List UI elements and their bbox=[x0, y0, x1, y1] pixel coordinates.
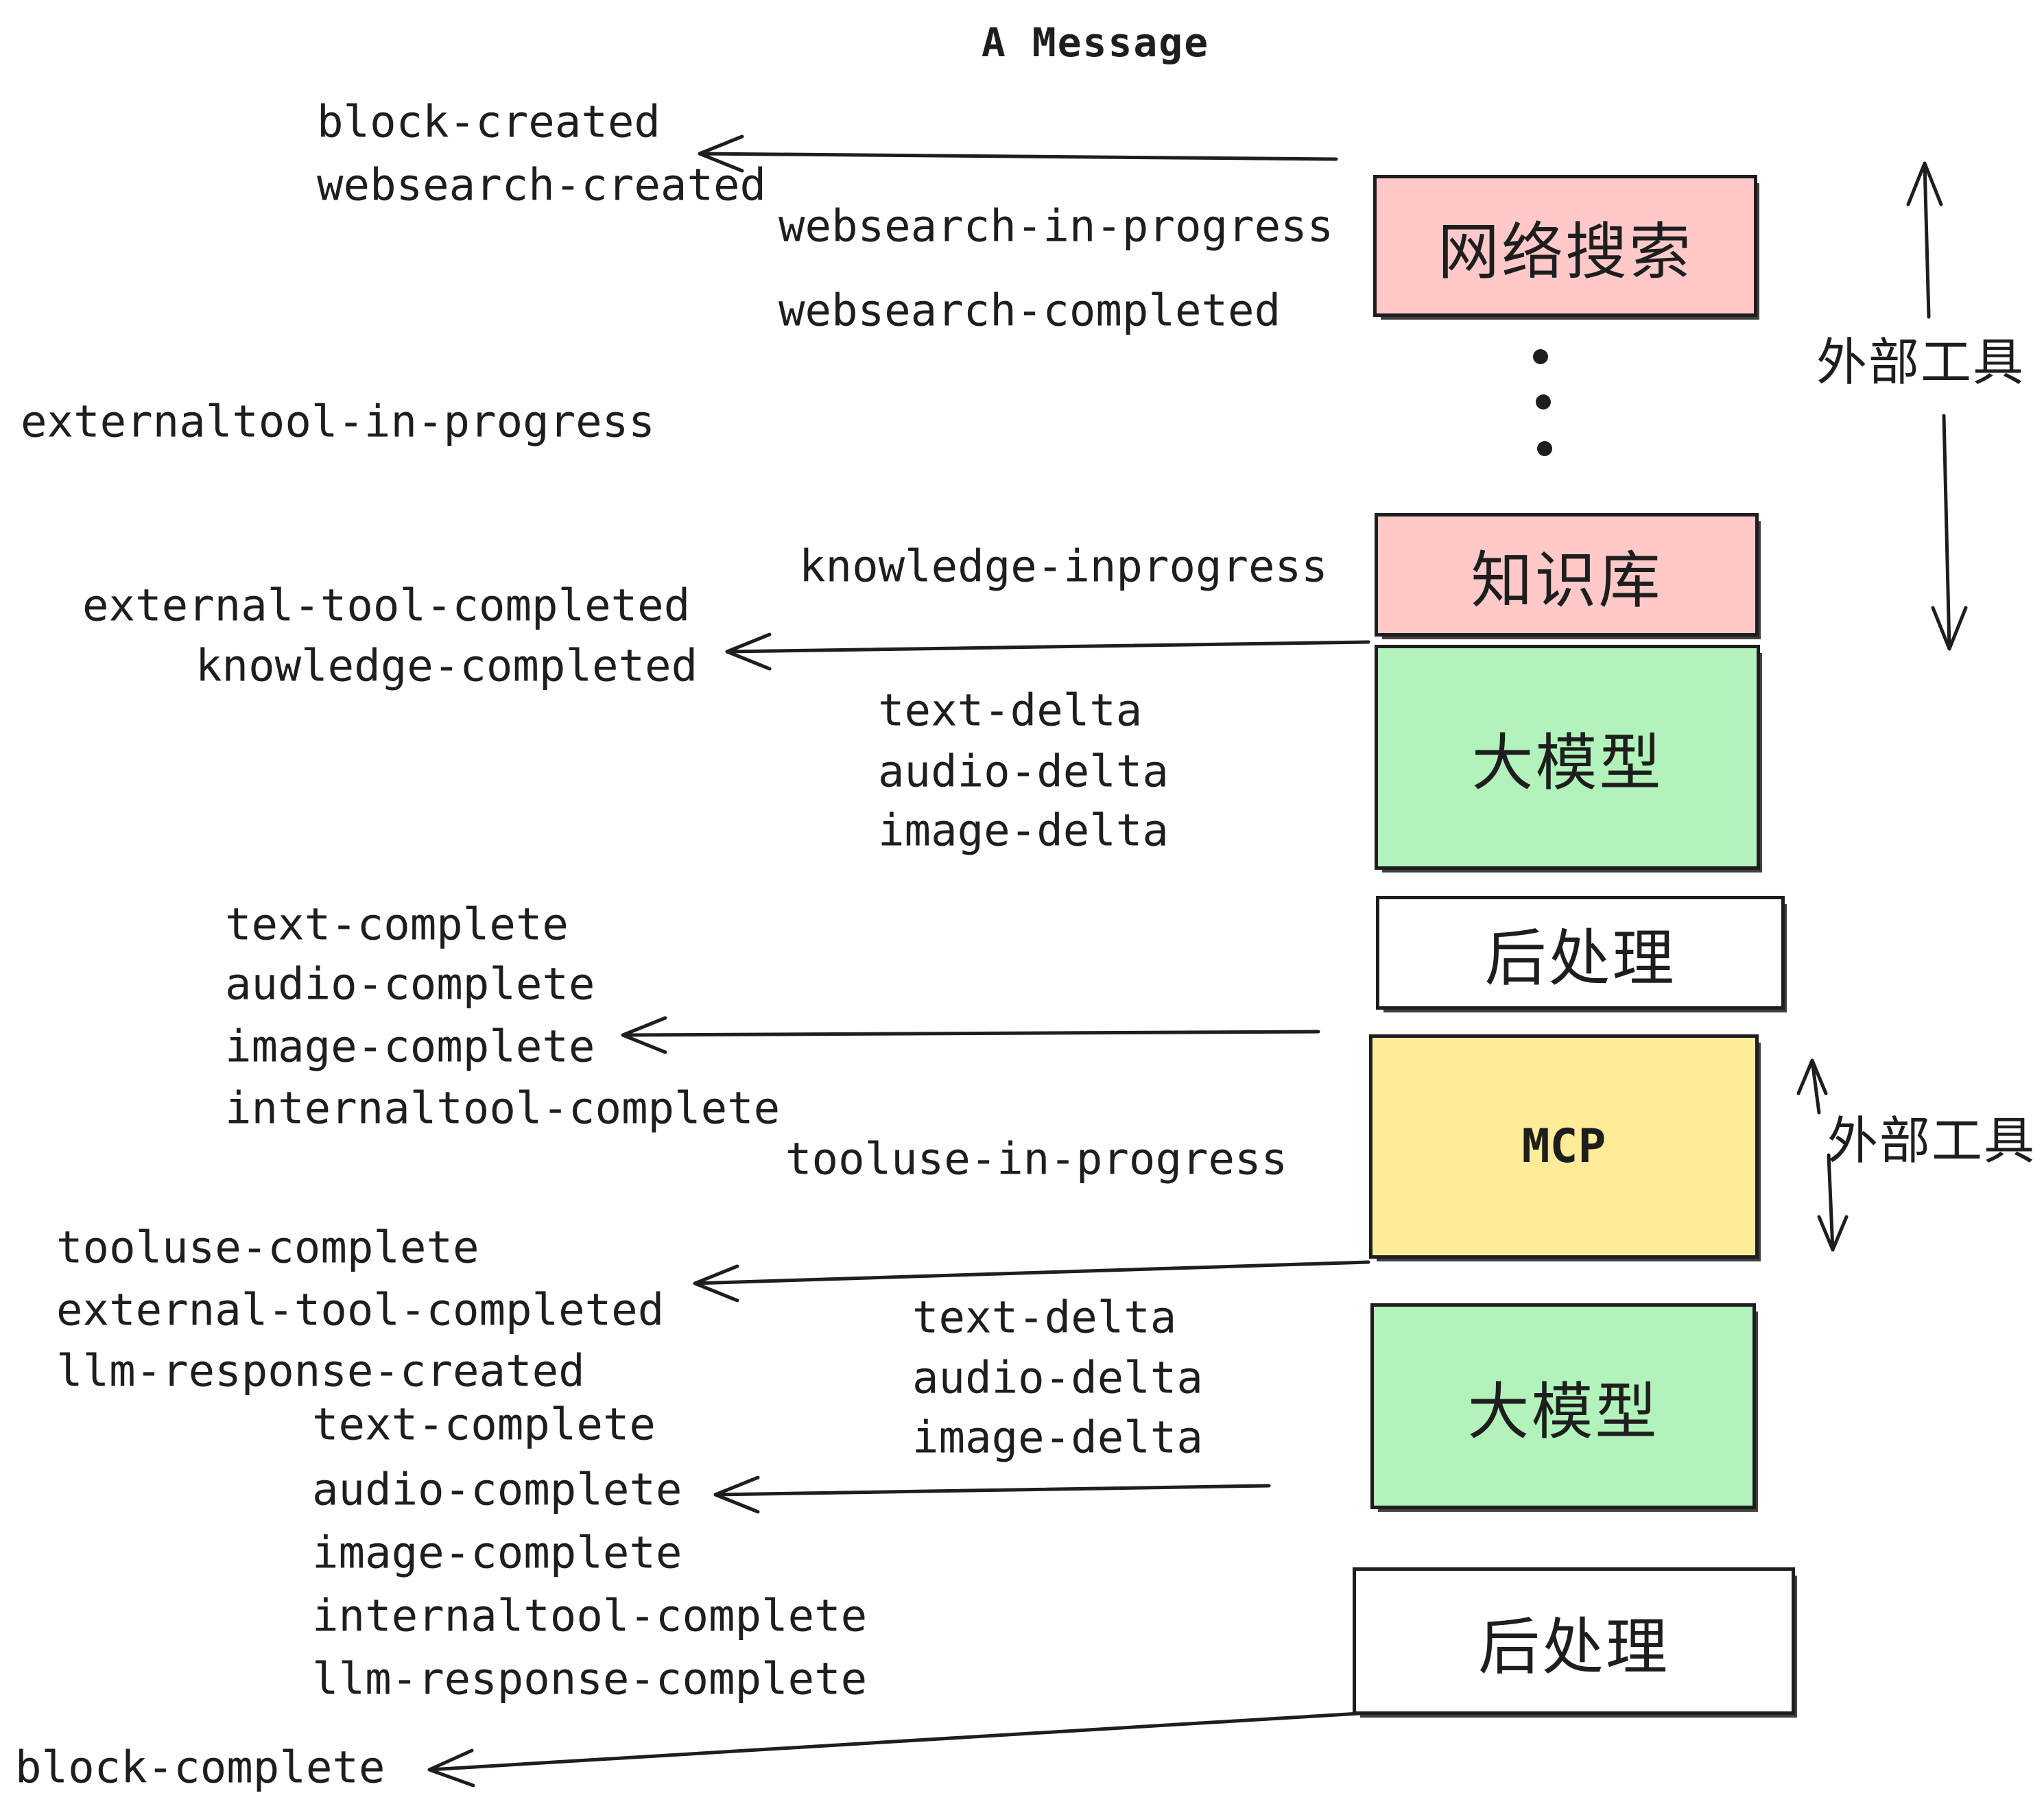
node-llm-1: 大模型 bbox=[1375, 645, 1760, 870]
arrow-to-image-complete bbox=[621, 1016, 1320, 1054]
node-knowledge-base-label: 知识库 bbox=[1471, 547, 1663, 615]
arrow-to-block-complete bbox=[427, 1711, 1362, 1788]
event-label-audio-complete-1: audio-complete bbox=[225, 959, 595, 1010]
arrow-external-tools-down bbox=[1931, 414, 1968, 651]
arrow-to-knowledge-completed bbox=[725, 632, 1370, 671]
node-postprocess-2: 后处理 bbox=[1353, 1567, 1795, 1715]
external-tools-label-top: 外部工具 bbox=[1816, 333, 2025, 391]
event-label-websearch-completed: websearch-completed bbox=[779, 285, 1281, 337]
event-label-audio-delta-1: audio-delta bbox=[878, 746, 1169, 798]
node-llm-2: 大模型 bbox=[1370, 1303, 1756, 1509]
event-label-external-tool-completed-1: external-tool-completed bbox=[82, 580, 691, 632]
event-label-image-delta-1: image-delta bbox=[878, 805, 1169, 857]
node-llm-2-label: 大模型 bbox=[1467, 1378, 1659, 1447]
event-label-image-complete-2: image-complete bbox=[312, 1528, 682, 1579]
event-label-external-tool-completed-2: external-tool-completed bbox=[56, 1285, 665, 1336]
event-label-audio-delta-2: audio-delta bbox=[912, 1353, 1203, 1404]
event-label-knowledge-completed: knowledge-completed bbox=[195, 641, 698, 692]
arrow-external-tools-up bbox=[1906, 161, 1943, 319]
event-label-knowledge-inprogress: knowledge-inprogress bbox=[799, 541, 1328, 593]
event-label-websearch-in-progress: websearch-in-progress bbox=[779, 201, 1334, 252]
event-label-externaltool-in-progress: externaltool-in-progress bbox=[21, 396, 655, 448]
node-postprocess-1: 后处理 bbox=[1376, 896, 1785, 1010]
event-label-image-delta-2: image-delta bbox=[912, 1412, 1203, 1464]
node-websearch-label: 网络搜索 bbox=[1438, 217, 1693, 287]
event-label-block-complete: block-complete bbox=[15, 1742, 385, 1794]
event-label-tooluse-complete: tooluse-complete bbox=[56, 1222, 479, 1274]
event-label-audio-complete-2: audio-complete bbox=[312, 1464, 682, 1516]
node-mcp: MCP bbox=[1369, 1034, 1759, 1259]
node-websearch: 网络搜索 bbox=[1373, 175, 1757, 317]
event-label-websearch-created: websearch-created bbox=[317, 160, 767, 211]
node-mcp-label: MCP bbox=[1521, 1119, 1606, 1174]
arrow-mcp-external-up bbox=[1796, 1058, 1828, 1115]
node-llm-1-label: 大模型 bbox=[1471, 729, 1663, 798]
event-label-text-complete-1: text-complete bbox=[225, 899, 569, 951]
arrow-to-audio-complete bbox=[713, 1475, 1271, 1514]
diagram-title: A Message bbox=[981, 19, 1210, 66]
event-label-text-delta-1: text-delta bbox=[878, 685, 1143, 737]
node-postprocess-1-label: 后处理 bbox=[1484, 925, 1676, 993]
ellipsis-dots bbox=[1533, 349, 1552, 456]
event-label-block-created: block-created bbox=[317, 97, 661, 148]
external-tools-label-mcp: 外部工具 bbox=[1827, 1112, 2036, 1170]
arrow-to-block-created bbox=[698, 134, 1338, 173]
event-label-text-complete-2: text-complete bbox=[312, 1399, 656, 1451]
event-label-text-delta-2: text-delta bbox=[912, 1292, 1177, 1344]
event-label-llm-response-complete: llm-response-complete bbox=[312, 1654, 868, 1705]
event-label-tooluse-in-progress: tooluse-in-progress bbox=[785, 1134, 1288, 1185]
event-label-llm-response-created: llm-response-created bbox=[56, 1346, 585, 1397]
node-knowledge-base: 知识库 bbox=[1375, 513, 1759, 637]
node-postprocess-2-label: 后处理 bbox=[1478, 1613, 1669, 1682]
event-label-image-complete-1: image-complete bbox=[225, 1021, 595, 1073]
event-label-internaltool-complete-2: internaltool-complete bbox=[312, 1591, 868, 1642]
event-label-internaltool-complete-1: internaltool-complete bbox=[225, 1083, 781, 1135]
